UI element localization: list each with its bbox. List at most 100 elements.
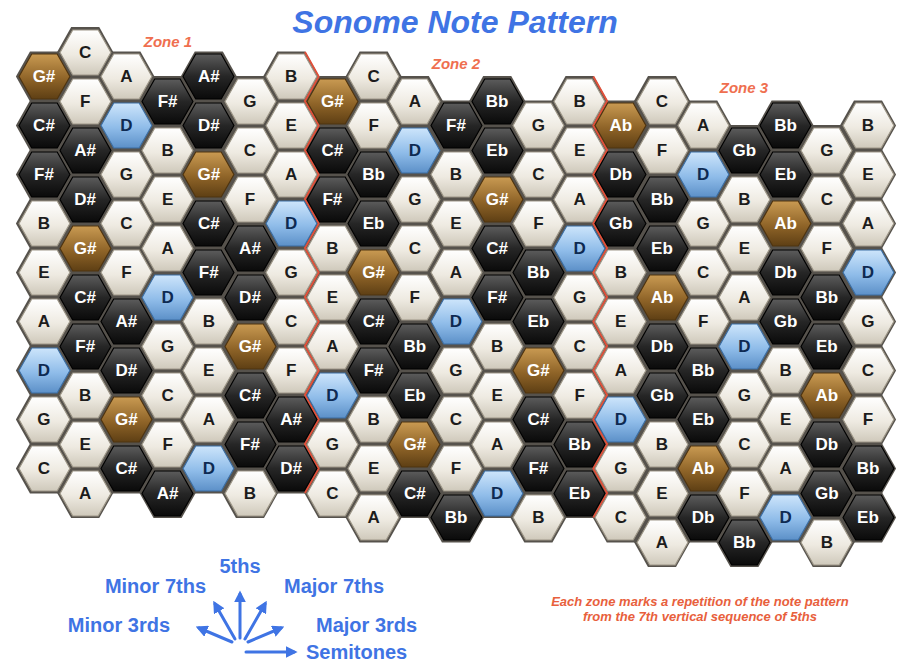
note-name: A (450, 264, 462, 281)
hex-shape (19, 250, 70, 295)
hex-shape (142, 226, 193, 271)
zone-label: Zone 1 (144, 33, 192, 50)
note-name: D (203, 460, 215, 477)
hex-shape (142, 422, 193, 467)
note-name: Eb (486, 142, 508, 159)
note-name: Bb (692, 362, 715, 379)
hex-shape (843, 201, 894, 246)
note-name: C# (239, 387, 261, 404)
hex-shape (431, 201, 482, 246)
hex-shape (225, 177, 276, 222)
hex-shape (183, 54, 234, 99)
hex-shape (760, 201, 811, 246)
note-name: C# (486, 240, 508, 257)
hex-shape (60, 373, 111, 418)
note-name: Ab (651, 289, 674, 306)
note-name: B (532, 509, 544, 526)
hex-shape (843, 299, 894, 344)
note-name: A# (74, 142, 96, 159)
note-name: B (38, 215, 50, 232)
note-name: C (532, 166, 544, 183)
note-name: Bb (568, 436, 591, 453)
hex-shape (719, 177, 770, 222)
hex-shape (513, 495, 564, 540)
hex-shape (183, 201, 234, 246)
hex-shape (513, 103, 564, 148)
hex-shape (801, 324, 852, 369)
note-name: B (203, 313, 215, 330)
note-name: Bb (403, 338, 426, 355)
hex-shape (719, 324, 770, 369)
hex-shape (719, 373, 770, 418)
note-name: C# (404, 485, 426, 502)
note-name: Bb (651, 191, 674, 208)
note-name: C (656, 93, 668, 110)
hex-shape (637, 128, 688, 173)
note-hex: A (58, 469, 113, 518)
note-name: D (409, 142, 421, 159)
note-hex: A (346, 493, 401, 542)
note-name: Ab (815, 387, 838, 404)
note-name: B (244, 485, 256, 502)
interval-label: Major 7ths (284, 575, 384, 598)
note-name: F (410, 289, 420, 306)
note-name: A (367, 509, 379, 526)
hex-shape (513, 152, 564, 197)
hex-shape (843, 446, 894, 491)
note-name: D (161, 289, 173, 306)
note-name: F (698, 313, 708, 330)
note-name: A# (239, 240, 261, 257)
hex-shape (801, 226, 852, 271)
hex-shape (142, 324, 193, 369)
hex-shape (554, 128, 605, 173)
note-name: Gb (733, 142, 757, 159)
hex-shape (554, 324, 605, 369)
note-name: A# (157, 485, 179, 502)
zone-label: Zone 3 (720, 79, 768, 96)
hex-shape (225, 275, 276, 320)
hex-shape (637, 520, 688, 565)
hex-shape (431, 495, 482, 540)
hex-shape (637, 177, 688, 222)
hex-shape (183, 348, 234, 393)
note-name: C# (33, 117, 55, 134)
note-name: G (697, 215, 710, 232)
note-name: Eb (692, 411, 714, 428)
hex-shape (183, 103, 234, 148)
hex-shape (266, 348, 317, 393)
hex-shape (843, 495, 894, 540)
note-name: C (38, 460, 50, 477)
hex-shape (101, 250, 152, 295)
note-name: G# (239, 338, 262, 355)
note-name: G (861, 313, 874, 330)
note-name: G (161, 338, 174, 355)
note-name: A (79, 485, 91, 502)
note-name: A# (116, 313, 138, 330)
hex-shape (678, 299, 729, 344)
hex-shape (719, 422, 770, 467)
hex-shape (307, 79, 358, 124)
note-name: D (697, 166, 709, 183)
hex-shape (307, 275, 358, 320)
note-name: G (408, 191, 421, 208)
hex-shape (19, 152, 70, 197)
note-name: A (161, 240, 173, 257)
hex-shape (225, 471, 276, 516)
note-name: B (615, 264, 627, 281)
note-name: F (574, 387, 584, 404)
note-name: C (862, 362, 874, 379)
note-hex: Bb (717, 518, 772, 567)
hex-shape (554, 177, 605, 222)
note-name: B (779, 362, 791, 379)
hex-shape (142, 373, 193, 418)
note-name: Gb (774, 313, 798, 330)
hex-shape (19, 397, 70, 442)
hex-shape (513, 348, 564, 393)
note-name: Eb (816, 338, 838, 355)
note-name: A (573, 191, 585, 208)
hex-shape (183, 446, 234, 491)
hex-shape (348, 250, 399, 295)
note-name: G# (486, 191, 509, 208)
note-name: Ab (609, 117, 632, 134)
hex-shape (348, 397, 399, 442)
